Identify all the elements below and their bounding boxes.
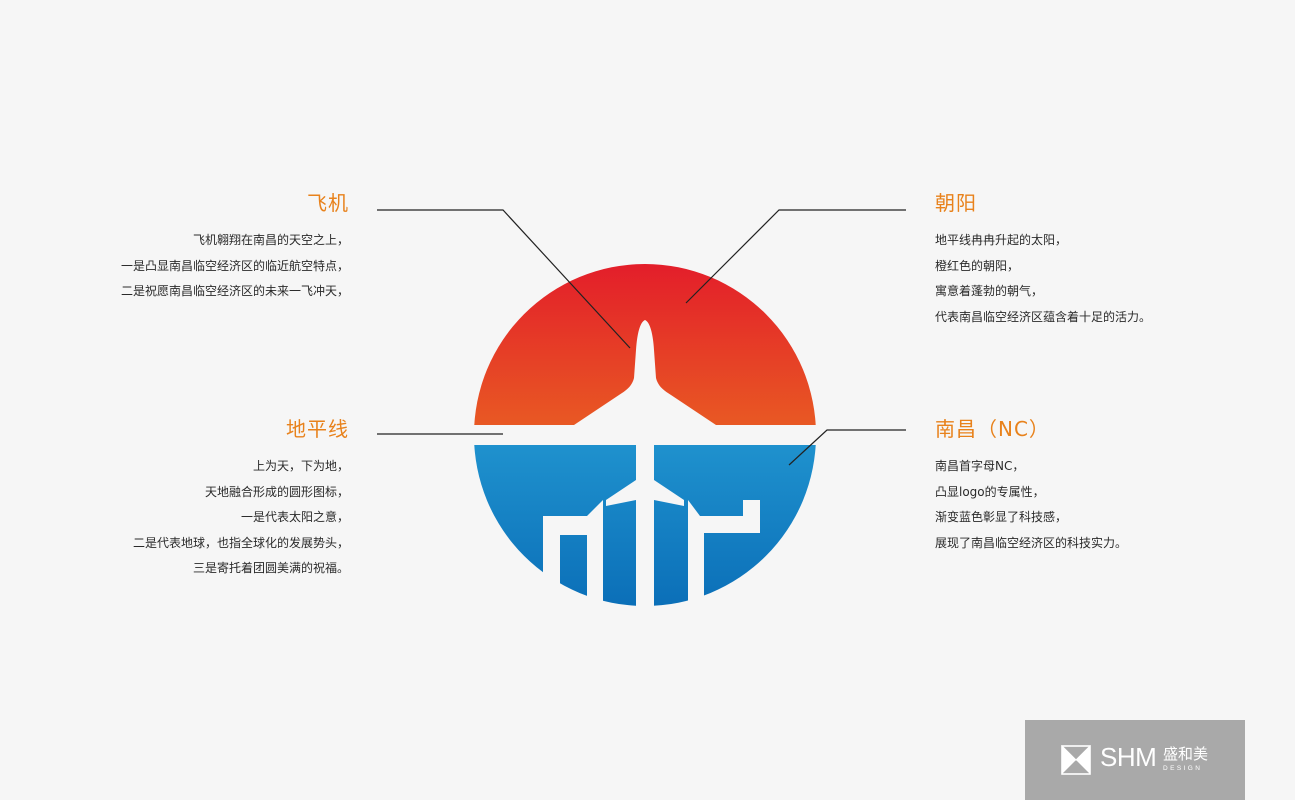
- horizon-gap: [460, 425, 840, 445]
- leader-line-nc: [788, 429, 906, 466]
- brand-name-cn: 盛和美: [1163, 745, 1209, 763]
- annotation-horizon-title: 地平线: [286, 417, 349, 441]
- annotation-plane-line: 二是祝愿南昌临空经济区的未来一飞冲天，: [120, 284, 349, 298]
- annotation-horizon-line: 三是寄托着团圆美满的祝福。: [192, 561, 349, 575]
- brand-name: SHM: [1100, 742, 1157, 772]
- annotation-horizon-line: 二是代表地球，也指全球化的发展势头，: [132, 535, 349, 550]
- annotation-plane: 飞机 飞机翱翔在南昌的天空之上， 一是凸显南昌临空经济区的临近航空特点， 二是祝…: [121, 192, 349, 305]
- brand-mark-icon: [1061, 745, 1091, 775]
- plane-tail-stem: [636, 440, 654, 615]
- annotation-plane-title: 飞机: [307, 191, 349, 215]
- annotation-sun-line: 寓意着蓬勃的朝气，: [935, 284, 1044, 298]
- annotation-sun-line: 橙红色的朝阳，: [935, 258, 1020, 273]
- annotation-nc-line: 渐变蓝色彰显了科技感，: [935, 510, 1068, 524]
- annotation-nc-line: 南昌首字母NC，: [935, 459, 1025, 473]
- leader-line-sun: [685, 209, 906, 304]
- letter-c-cut: [688, 500, 760, 616]
- leader-line-plane: [377, 209, 631, 349]
- annotation-horizon-line: 上为天，下为地，: [252, 459, 349, 473]
- annotation-horizon: 地平线 上为天，下为地， 天地融合形成的圆形图标， 一是代表太阳之意， 二是代表…: [133, 418, 349, 582]
- annotation-plane-line: 飞机翱翔在南昌的天空之上，: [192, 233, 349, 247]
- annotation-sun-title: 朝阳: [935, 191, 977, 215]
- annotation-nc: 南昌（NC） 南昌首字母NC， 凸显logo的专属性， 渐变蓝色彰显了科技感， …: [935, 418, 1127, 556]
- plane-tail-wings: [606, 480, 684, 506]
- annotation-nc-line: 凸显logo的专属性，: [935, 484, 1045, 499]
- annotation-sun: 朝阳 地平线冉冉升起的太阳， 橙红色的朝阳， 寓意着蓬勃的朝气， 代表南昌临空经…: [935, 192, 1151, 330]
- annotation-horizon-line: 天地融合形成的圆形图标，: [204, 484, 349, 499]
- brand-subtitle: DESIGN: [1163, 765, 1203, 772]
- annotation-plane-line: 一是凸显南昌临空经济区的临近航空特点，: [120, 258, 349, 273]
- annotation-horizon-line: 一是代表太阳之意，: [240, 510, 349, 524]
- annotation-nc-title: 南昌（NC）: [935, 417, 1050, 441]
- annotation-nc-line: 展现了南昌临空经济区的科技实力。: [935, 535, 1128, 550]
- airplane-icon: [574, 320, 716, 425]
- annotation-sun-line: 代表南昌临空经济区蕴含着十足的活力。: [935, 309, 1152, 324]
- footer-brand-logo: SHM 盛和美 DESIGN: [1025, 720, 1245, 800]
- annotation-sun-line: 地平线冉冉升起的太阳，: [935, 233, 1068, 247]
- letter-n-cut: [543, 500, 603, 616]
